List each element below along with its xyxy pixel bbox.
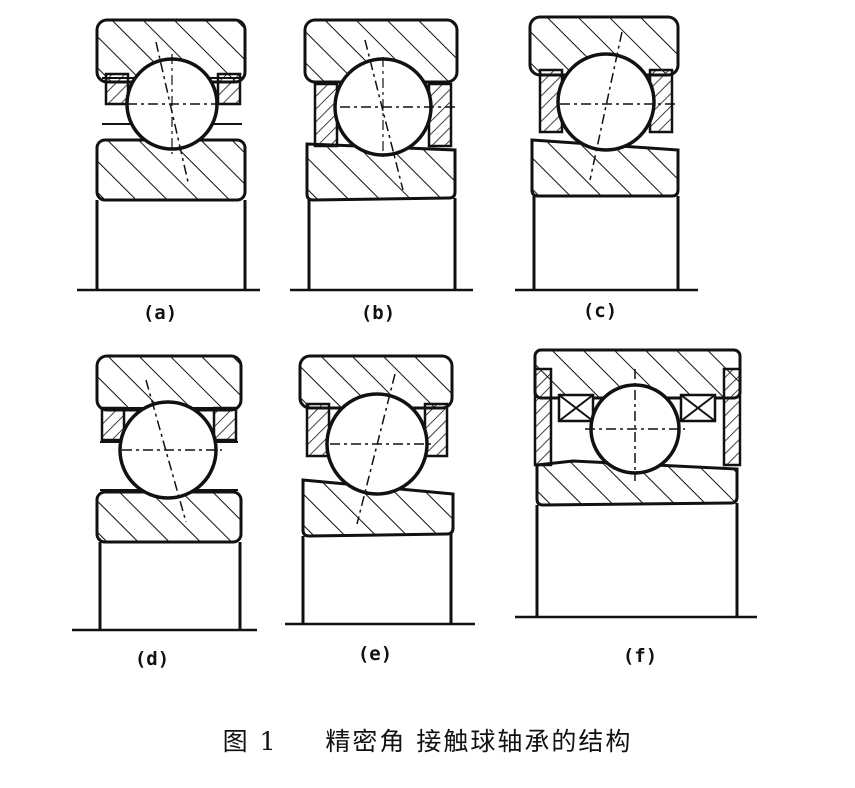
contact-line: [364, 39, 404, 191]
contact-line: [356, 373, 396, 525]
cage-right: [427, 82, 453, 148]
panel-label-b: (b): [360, 302, 396, 324]
panel-label-a: (a): [142, 302, 178, 324]
figure-caption: 图 1 精密角 接触球轴承的结构: [0, 722, 855, 758]
bearing-diagram-c: [515, 15, 698, 292]
bearing-diagram-e: [285, 354, 475, 626]
seal-left: [533, 367, 553, 467]
seal-right: [722, 367, 742, 467]
panel-label-c: (c): [582, 300, 618, 322]
inner-ring: [535, 459, 739, 507]
inner-ring: [305, 142, 457, 202]
cage-right: [212, 406, 238, 442]
inner-ring: [530, 138, 680, 198]
cage-right: [216, 72, 242, 106]
contact-line: [145, 379, 187, 523]
inner-ring: [301, 478, 455, 538]
bearing-diagram-d: [72, 354, 257, 632]
caption-text: 精密角 接触球轴承的结构: [325, 727, 633, 756]
panel-label-e: (e): [357, 643, 393, 665]
panel-label-f: (f): [622, 645, 658, 667]
panel-label-d: (d): [134, 648, 170, 670]
bearing-diagram-b: [290, 18, 473, 292]
cage-left: [313, 82, 339, 148]
ball: [556, 52, 656, 152]
caption-number: 图 1: [222, 727, 278, 756]
bearing-diagram-a: [77, 18, 260, 292]
contact-line: [589, 31, 623, 181]
bearing-diagram-f: [515, 348, 757, 619]
